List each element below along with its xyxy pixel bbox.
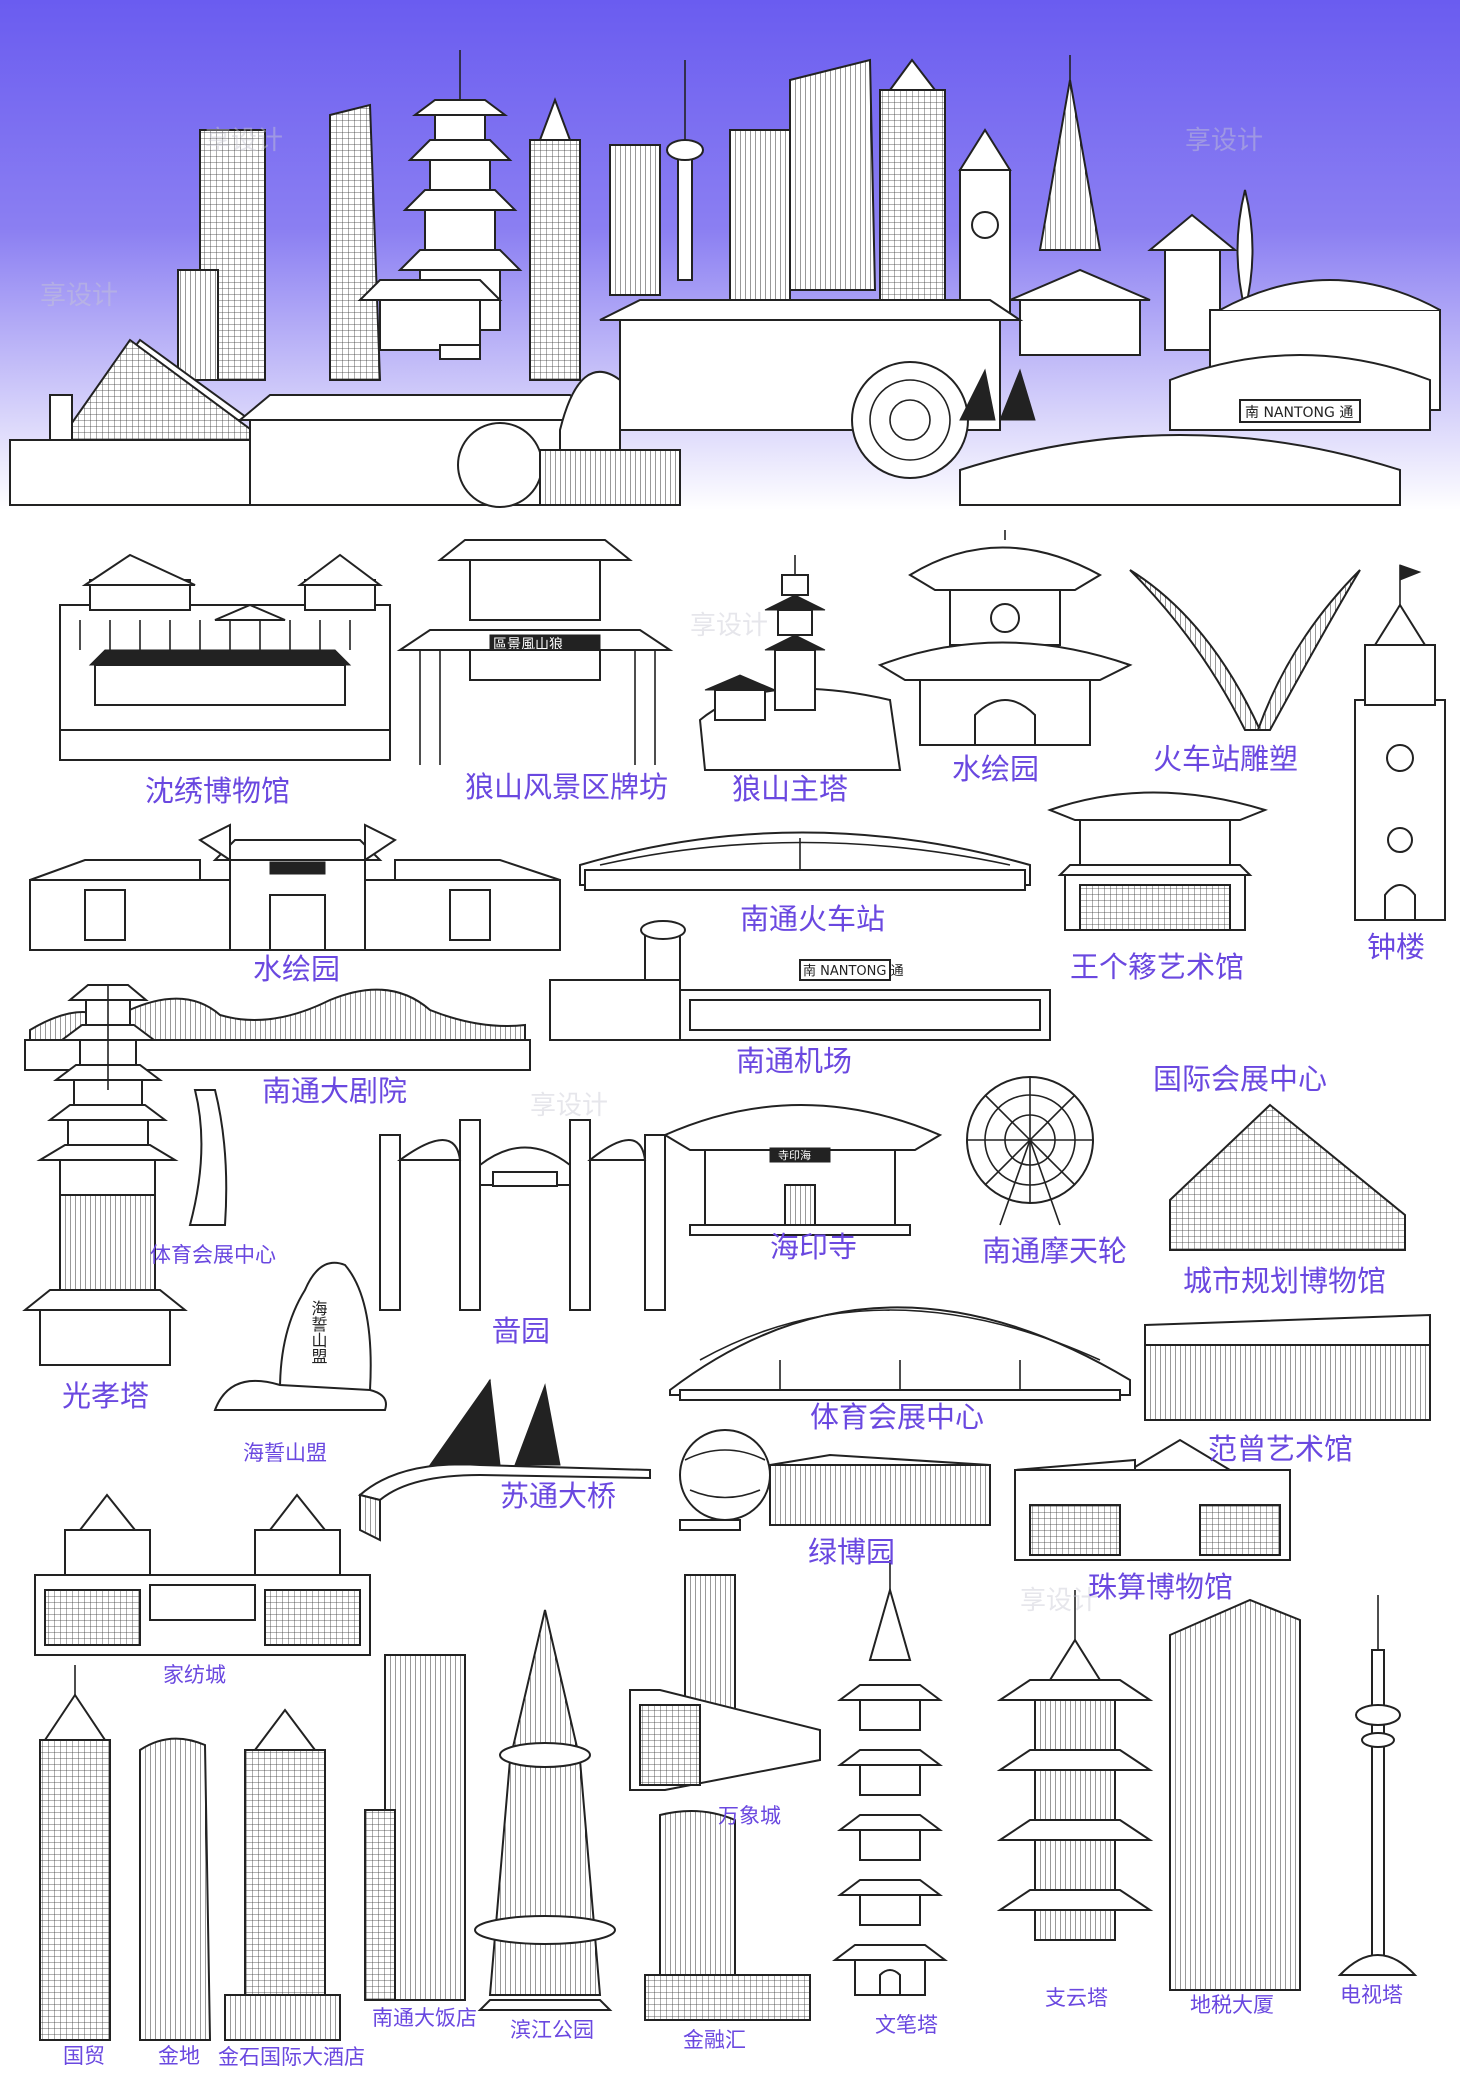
label-shuihui-garden: 水绘园: [952, 752, 1040, 786]
wanxiang-city-drawing: [629, 1574, 821, 1791]
label-intl-expo-center: 国际会展中心: [1153, 1062, 1328, 1096]
label-nantong-train-station: 南通火车站: [740, 902, 886, 936]
label-wang-art-gallery: 王个簃艺术馆: [1070, 950, 1245, 984]
label-fanzeng-art-gallery: 范曾艺术馆: [1208, 1432, 1354, 1466]
tax-building-drawing: [1169, 1598, 1301, 1991]
watermark: 享设计: [40, 281, 119, 311]
zhiyun-pagoda-drawing: [996, 1590, 1154, 1941]
shuihui-pavilion-drawing: [877, 530, 1133, 746]
label-wenbi-pagoda: 文笔塔: [875, 2013, 938, 2037]
watermark: 享设计: [1185, 126, 1264, 156]
svg-text:海誓山盟: 海誓山盟: [309, 1300, 328, 1364]
urban-planning-museum-drawing: [1169, 1103, 1406, 1251]
guangxiao-pagoda-drawing: [22, 984, 188, 1366]
watermark: 享设计: [205, 126, 284, 156]
label-tax-building: 地税大厦: [1190, 1993, 1274, 2017]
shenxiu-museum-drawing: [59, 553, 391, 761]
label-nantong-airport: 南通机场: [736, 1044, 853, 1078]
label-train-station-sculpture: 火车站雕塑: [1153, 742, 1299, 776]
svg-text:寺印海: 寺印海: [778, 1148, 811, 1162]
label-haishi-mountain: 海誓山盟: [243, 1441, 327, 1465]
nantong-train-station-drawing: [579, 831, 1031, 891]
label-zhiyun-pagoda: 支云塔: [1045, 1986, 1108, 2010]
label-shuihui-garden: 水绘园: [253, 952, 341, 986]
label-sports-expo-center: 体育会展中心: [810, 1400, 985, 1434]
label-lvbo-park: 绿博园: [808, 1535, 896, 1569]
train-sculpture-drawing: [1129, 569, 1361, 731]
qiang-garden-drawing: [379, 1119, 666, 1311]
label-jindi: 金地: [158, 2044, 200, 2068]
abacus-museum-drawing: [1014, 1438, 1291, 1561]
jindi-drawing: [139, 1737, 212, 2041]
label-qiang-garden: 啬园: [492, 1314, 551, 1348]
label-sports-expo-center-small: 体育会展中心: [150, 1243, 276, 1267]
sports-expo-center-drawing: [669, 1306, 1131, 1401]
langshan-arch-drawing: 區景風山狼: [396, 539, 674, 765]
label-shenxiu-museum: 沈绣博物馆: [145, 774, 291, 808]
fanzeng-gallery-drawing: [1144, 1313, 1431, 1421]
ferris-wheel-drawing: [966, 1076, 1094, 1226]
clock-tower-drawing: [1354, 564, 1446, 921]
label-guangxiao-pagoda: 光孝塔: [62, 1379, 150, 1413]
label-guomao: 国贸: [63, 2044, 105, 2068]
watermark: 享设计: [1020, 1586, 1099, 1616]
label-jinshi-hotel: 金石国际大酒店: [218, 2045, 365, 2069]
tv-tower-drawing: [1337, 1595, 1418, 1976]
skyline-buildings: 南 NANTONG 通: [9, 50, 1441, 508]
wang-art-gallery-drawing: [1047, 791, 1269, 931]
sports-expo-sculpture-drawing: [188, 1089, 228, 1226]
finance-center-drawing: [644, 1810, 811, 2021]
label-finance-center: 金融汇: [683, 2028, 746, 2052]
binjiang-park-drawing: [474, 1609, 616, 2011]
haishi-stone-drawing: 海誓山盟: [213, 1261, 387, 1411]
watermark: 享设计: [530, 1091, 609, 1121]
label-binjiang-park: 滨江公园: [510, 2018, 594, 2042]
shuihui-courtyard-drawing: [29, 823, 561, 951]
label-clock-tower: 钟楼: [1367, 930, 1426, 964]
svg-text:南 NANTONG 通: 南 NANTONG 通: [803, 963, 904, 979]
svg-text:南 NANTONG 通: 南 NANTONG 通: [1245, 405, 1353, 421]
guomao-drawing: [39, 1665, 111, 2041]
label-tv-tower: 电视塔: [1340, 1983, 1403, 2007]
wenbi-pagoda-drawing: [832, 1560, 948, 1996]
label-sutong-bridge: 苏通大桥: [500, 1479, 617, 1513]
lvbo-park-drawing: [679, 1429, 991, 1531]
nantong-hotel-drawing: [364, 1654, 466, 2001]
label-grand-theatre: 南通大剧院: [262, 1074, 408, 1108]
label-urban-planning-museum: 城市规划博物馆: [1183, 1264, 1387, 1298]
label-ferris-wheel: 南通摩天轮: [982, 1234, 1128, 1268]
label-home-textile-city: 家纺城: [163, 1663, 226, 1687]
label-abacus-museum: 珠算博物馆: [1088, 1570, 1234, 1604]
label-nantong-hotel: 南通大饭店: [372, 2006, 477, 2030]
label-haiyin-temple: 海印寺: [770, 1230, 858, 1264]
label-wanxiang-city: 万象城: [718, 1804, 781, 1828]
haiyin-temple-drawing: 寺印海: [662, 1104, 943, 1236]
label-langshan-pagoda: 狼山主塔: [732, 772, 849, 806]
jinshi-hotel-drawing: [224, 1708, 341, 2041]
home-textile-city-drawing: [34, 1493, 371, 1656]
langshan-pagoda-drawing: [698, 555, 902, 771]
nantong-airport-drawing: 南 NANTONG 通: [549, 920, 1051, 1041]
sutong-bridge-drawing: [357, 1378, 651, 1542]
watermark: 享设计: [690, 611, 769, 641]
label-langshan-arch: 狼山风景区牌坊: [465, 770, 669, 804]
